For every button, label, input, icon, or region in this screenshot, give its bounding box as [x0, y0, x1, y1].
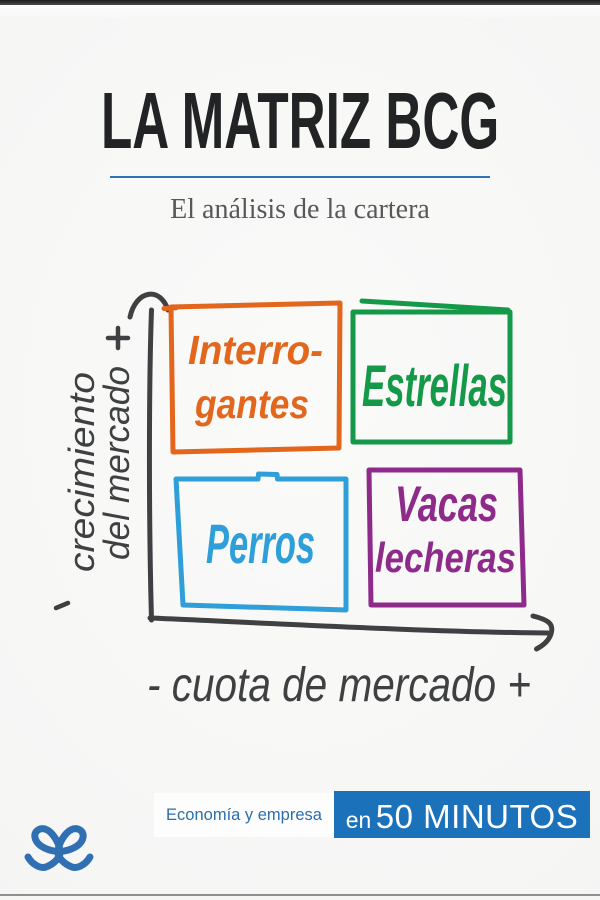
svg-text:Estrellas: Estrellas	[362, 354, 507, 419]
svg-text:gantes: gantes	[194, 381, 309, 427]
svg-text:crecimiento: crecimiento	[61, 372, 102, 572]
svg-text:lecheras: lecheras	[375, 534, 516, 581]
svg-text:del mercado: del mercado	[96, 366, 137, 560]
svg-text:Vacas: Vacas	[395, 476, 498, 532]
svg-text:- cuota de mercado +: - cuota de mercado +	[147, 659, 531, 712]
svg-text:Interro-: Interro-	[188, 327, 323, 373]
svg-text:Perros: Perros	[206, 512, 315, 575]
